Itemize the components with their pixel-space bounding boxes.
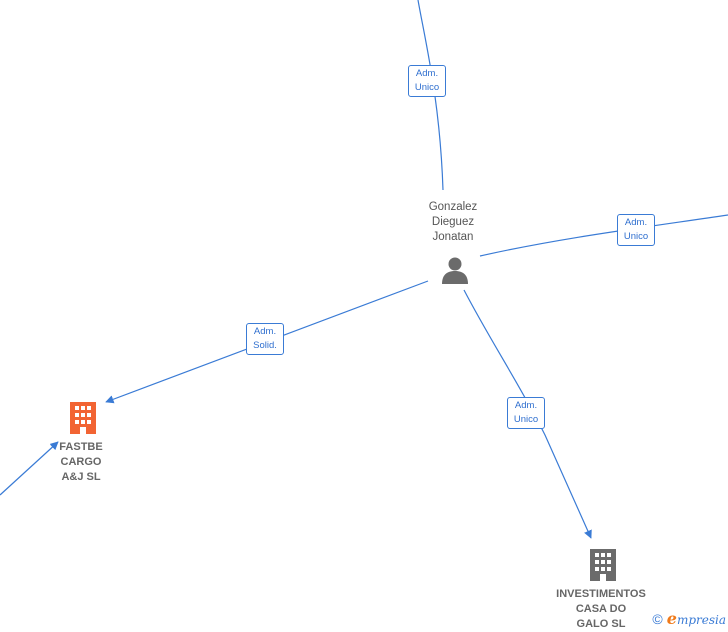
edge-label-top[interactable]: Adm. Unico <box>408 65 446 97</box>
edge-label-line: Adm. <box>624 217 648 228</box>
company-name-line: CASA DO <box>575 603 627 615</box>
building-icon[interactable] <box>588 547 618 581</box>
edge-label-line: Adm. <box>253 326 277 337</box>
brand-logo: empresia <box>667 609 726 628</box>
edge-label-line: Unico <box>513 414 539 425</box>
brand-name: mpresia <box>676 613 726 627</box>
edge-label-fastbe[interactable]: Adm. Solid. <box>246 323 284 355</box>
empresia-watermark: © empresia <box>652 609 726 628</box>
company-name-line: INVESTIMENTOS <box>556 588 646 600</box>
edge-label-line: Solid. <box>253 340 277 351</box>
edge-label-line: Unico <box>623 231 649 242</box>
brand-initial: e <box>666 609 677 628</box>
company-investimentos-label[interactable]: INVESTIMENTOS CASA DO GALO SL <box>550 587 652 632</box>
person-name-line: Jonatan <box>432 231 474 243</box>
edge-label-line: Adm. <box>415 68 439 79</box>
edge-label-investimentos[interactable]: Adm. Unico <box>507 397 545 429</box>
copyright-icon: © <box>652 610 663 627</box>
edge-label-line: Adm. <box>514 400 538 411</box>
company-name-line: CARGO <box>60 456 102 468</box>
edge-label-right[interactable]: Adm. Unico <box>617 214 655 246</box>
company-name-line: GALO SL <box>576 618 626 630</box>
company-name-line: FASTBE <box>59 441 103 453</box>
company-name-line: A&J SL <box>61 471 101 483</box>
person-name-line: Gonzalez <box>428 201 478 213</box>
edge-incoming-fastbe <box>0 441 59 496</box>
edge-right <box>479 214 728 257</box>
building-icon[interactable] <box>68 400 98 434</box>
person-icon[interactable] <box>440 255 470 285</box>
edge-label-line: Unico <box>414 82 440 93</box>
person-node-label[interactable]: Gonzalez Dieguez Jonatan <box>413 200 493 245</box>
company-fastbe-label[interactable]: FASTBE CARGO A&J SL <box>41 440 121 485</box>
person-name-line: Dieguez <box>431 216 475 228</box>
